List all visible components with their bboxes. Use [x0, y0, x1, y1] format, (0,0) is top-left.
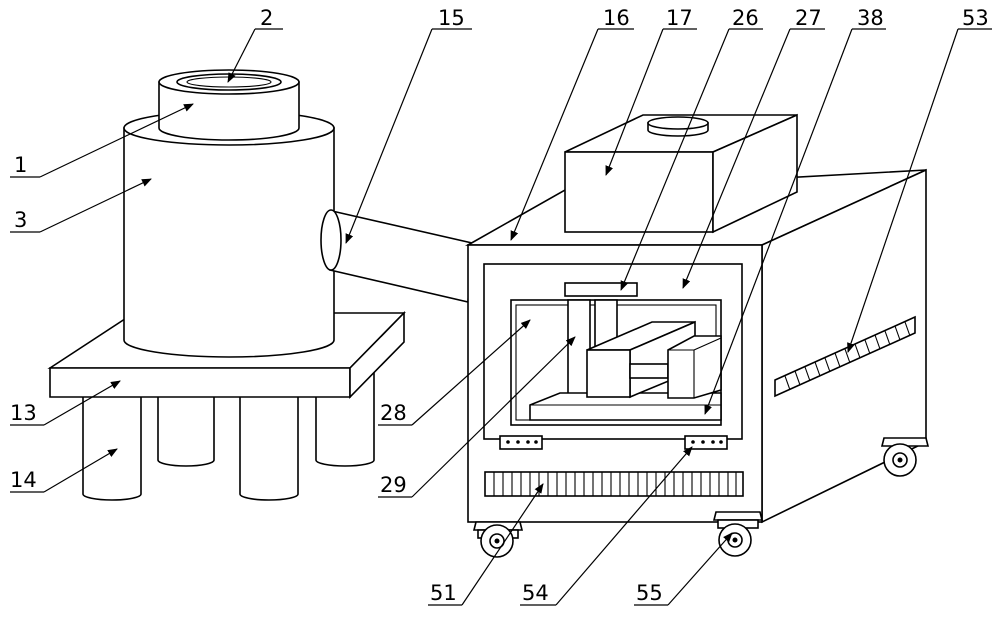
- label-15: 15: [438, 6, 465, 30]
- connecting-pipe: [320, 209, 473, 303]
- left-unit: [47, 69, 473, 501]
- label-27: 27: [795, 6, 822, 30]
- label-38: 38: [857, 6, 884, 30]
- label-2: 2: [260, 6, 273, 30]
- caster-rear-right: [880, 437, 930, 477]
- front-vent: [484, 471, 744, 497]
- label-14: 14: [10, 468, 37, 492]
- caster-wheels: [472, 437, 930, 558]
- press-assembly: [586, 320, 722, 399]
- label-13: 13: [10, 401, 37, 425]
- callouts: 2 1 3 15 13 14 16 17 26 27: [10, 6, 992, 606]
- label-17: 17: [666, 6, 693, 30]
- label-55: 55: [636, 581, 663, 605]
- cylinder-body: [123, 110, 335, 358]
- caster-front-right: [712, 511, 764, 557]
- label-54: 54: [522, 581, 549, 605]
- label-3: 3: [14, 208, 27, 232]
- label-1: 1: [14, 153, 27, 177]
- feed-hopper: [564, 113, 798, 234]
- label-29: 29: [380, 473, 407, 497]
- caster-front-left: [472, 521, 524, 558]
- label-53: 53: [962, 6, 989, 30]
- side-vent: [774, 315, 916, 398]
- door-hinges: [499, 435, 728, 450]
- label-28: 28: [380, 401, 407, 425]
- label-16: 16: [603, 6, 630, 30]
- label-26: 26: [732, 6, 759, 30]
- cabinet: [464, 113, 930, 558]
- label-51: 51: [430, 581, 457, 605]
